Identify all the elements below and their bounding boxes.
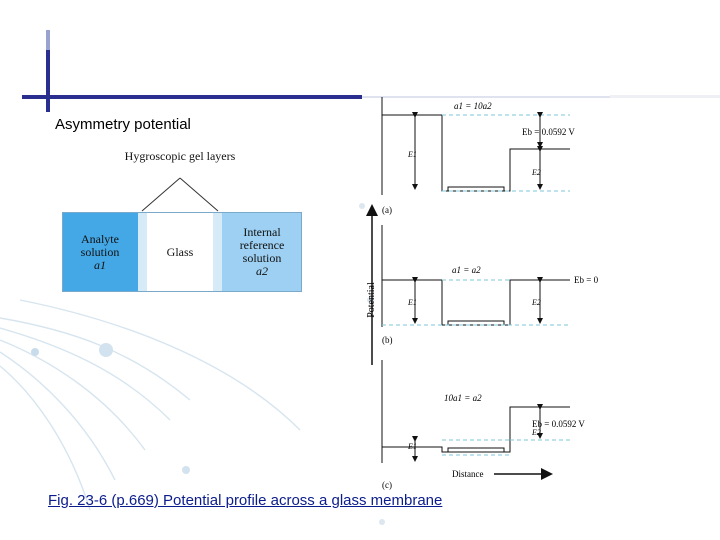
- header-rule-fade: [362, 96, 612, 98]
- bubble: [379, 519, 385, 525]
- panel-b-condition: a1 = a2: [452, 265, 481, 275]
- gel-pointer-lines: [141, 177, 219, 212]
- header-rule: [22, 95, 362, 99]
- bubble: [182, 466, 190, 474]
- panel-a-eb: Eb = 0.0592 V: [522, 127, 575, 137]
- distance-axis-label: Distance: [452, 469, 484, 479]
- panel-c-e2: E2: [531, 428, 541, 437]
- slide-title: Asymmetry potential: [55, 116, 191, 133]
- figure-caption-link[interactable]: Fig. 23-6 (p.669) Potential profile acro…: [48, 492, 443, 509]
- potential-axis-label: Potential: [366, 282, 377, 318]
- analyte-solution-block: Analyte solution a1: [62, 212, 138, 292]
- swoosh-lines: [0, 299, 301, 511]
- panel-c-condition: 10a1 = a2: [444, 393, 482, 403]
- glass-block: Glass: [147, 212, 213, 292]
- bubble: [359, 203, 365, 209]
- vertical-rule-fade: [46, 30, 50, 50]
- panel-b-e1: E1: [407, 298, 417, 307]
- glass-label: Glass: [166, 244, 194, 259]
- membrane-frame: [62, 212, 302, 292]
- potential-profile-diagram: Potential (a) E1 E2 a1 = 10a2 Eb = 0.059…: [366, 97, 599, 490]
- reference-line1: Internal: [243, 225, 281, 239]
- analyte-line1: Analyte: [80, 231, 119, 246]
- analyte-line2: solution: [80, 244, 120, 259]
- reference-solution-block: Internal reference solution a2: [222, 212, 302, 292]
- panel-b: (b) E1 E2 a1 = a2 Eb = 0: [381, 225, 599, 345]
- panel-a-e2: E2: [531, 168, 541, 177]
- reference-line2: reference: [239, 238, 285, 252]
- analyte-activity: a1: [93, 257, 106, 272]
- panel-c-eb: Eb = 0.0592 V: [532, 419, 585, 429]
- panel-a: (a) E1 E2 a1 = 10a2 Eb = 0.0592 V: [381, 97, 575, 215]
- reference-line3: solution: [242, 251, 282, 265]
- panel-c-e1: E1: [407, 442, 417, 451]
- reference-activity: a2: [256, 264, 268, 278]
- panel-a-condition: a1 = 10a2: [454, 101, 492, 111]
- vertical-rule: [46, 30, 50, 112]
- bubble: [31, 348, 39, 356]
- gel-layer-left: [138, 212, 147, 292]
- panel-b-tag: (b): [382, 335, 393, 345]
- bubble: [99, 343, 113, 357]
- gel-layer-right: [213, 212, 222, 292]
- panel-c: (c) E1 E2 10a1 = a2 Eb = 0.0592 V: [381, 360, 585, 490]
- header-rule-fade-right: [610, 95, 720, 98]
- panel-c-tag: (c): [382, 480, 392, 490]
- panel-b-e2: E2: [531, 298, 541, 307]
- panel-a-e1: E1: [407, 150, 417, 159]
- panel-a-tag: (a): [382, 205, 392, 215]
- gel-layers-label: Hygroscopic gel layers: [124, 149, 236, 163]
- panel-b-eb: Eb = 0: [574, 275, 599, 285]
